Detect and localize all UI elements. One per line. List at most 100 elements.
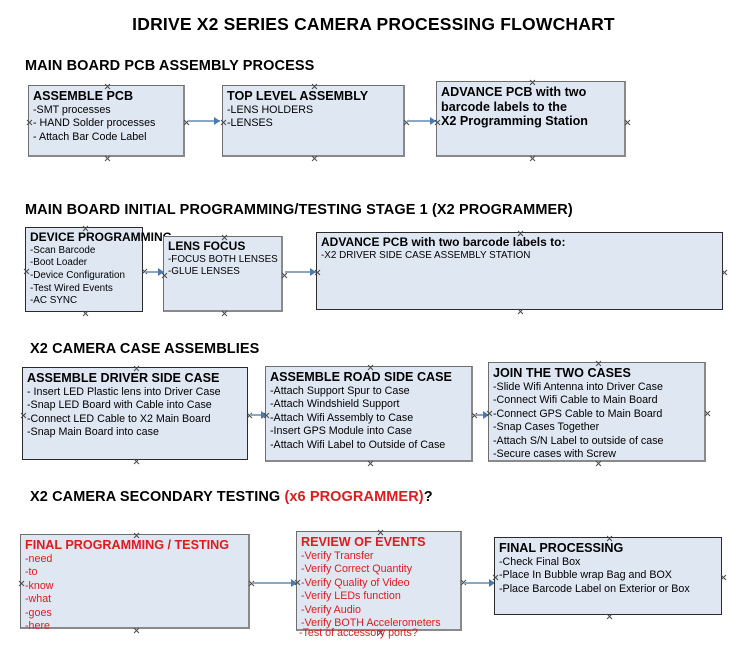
node-assemble-driver-side-case[interactable]: ASSEMBLE DRIVER SIDE CASE - Insert LED P… (22, 367, 248, 460)
section-heading-2-text: MAIN BOARD INITIAL PROGRAMMING/TESTING S… (25, 202, 573, 218)
node-line: -Attach Windshield Support (270, 398, 400, 411)
connector-3-2 (475, 414, 488, 416)
node-line: -Connect GPS Cable to Main Board (493, 407, 663, 420)
node-advance-pcb-x2-programming-station[interactable]: ADVANCE PCB with two barcode labels to t… (436, 81, 626, 157)
node-line: -Attach S/N Label to outside of case (493, 434, 664, 447)
node-line: X2 Programming Station (441, 114, 588, 129)
node-line: - HAND Solder processes (33, 117, 156, 130)
node-line: -LENS HOLDERS (227, 103, 314, 116)
arrowhead-4-1 (291, 578, 297, 587)
node-line: -goes (25, 606, 52, 619)
node-header: ASSEMBLE ROAD SIDE CASE (270, 370, 452, 384)
node-line: -Test Wired Events (30, 282, 113, 294)
node-review-of-events[interactable]: REVIEW OF EVENTS -Verify Transfer -Verif… (296, 531, 462, 631)
section-heading-1-text: MAIN BOARD PCB ASSEMBLY PROCESS (25, 58, 315, 74)
arrowhead-1-2 (430, 116, 436, 125)
node-line: - Attach Bar Code Label (33, 130, 147, 143)
node-header: FINAL PROCESSING (499, 541, 624, 555)
connection-handle-right[interactable] (281, 272, 288, 279)
connection-handle-bottom[interactable] (517, 308, 524, 315)
section-heading-4: X2 CAMERA SECONDARY TESTING (x6 PROGRAMM… (30, 489, 433, 505)
node-line: -Attach Wifi Assembly to Case (270, 411, 414, 424)
node-line: -GLUE LENSES (168, 266, 240, 278)
node-line: -LENSES (227, 117, 273, 130)
node-header: FINAL PROGRAMMING / TESTING (25, 538, 230, 552)
node-line: -what (25, 593, 52, 606)
page-title: IDRIVE X2 SERIES CAMERA PROCESSING FLOWC… (132, 14, 615, 34)
node-line: barcode labels to the (441, 99, 567, 114)
node-header: TOP LEVEL ASSEMBLY (227, 89, 369, 103)
node-line: - Insert LED Plastic lens into Driver Ca… (27, 385, 221, 398)
connector-3-1 (250, 414, 266, 416)
node-line: -X2 DRIVER SIDE CASE ASSEMBLY STATION (321, 249, 531, 261)
section-heading-3-text: X2 CAMERA CASE ASSEMBLIES (30, 341, 260, 357)
node-line: -Place In Bubble wrap Bag and BOX (499, 569, 672, 582)
node-line: -Verify Transfer (301, 549, 374, 562)
connection-handle-bottom[interactable] (82, 310, 89, 317)
node-line: -Snap Main Board into case (27, 426, 159, 439)
connection-handle-bottom[interactable] (606, 613, 613, 620)
node-line: -here (25, 620, 50, 633)
node-line: -Verify Correct Quantity (301, 563, 413, 576)
node-line: -Slide Wifi Antenna into Driver Case (493, 380, 663, 393)
node-header: REVIEW OF EVENTS (301, 535, 426, 549)
connection-handle-bottom[interactable] (221, 310, 228, 317)
connection-handle-bottom[interactable] (133, 458, 140, 465)
node-lens-focus[interactable]: LENS FOCUS -FOCUS BOTH LENSES -GLUE LENS… (163, 236, 283, 312)
node-line: -SMT processes (33, 103, 111, 116)
node-top-level-assembly[interactable]: TOP LEVEL ASSEMBLY -LENS HOLDERS -LENSES (222, 85, 405, 157)
arrowhead-3-1 (261, 410, 267, 419)
node-header: ASSEMBLE DRIVER SIDE CASE (27, 371, 220, 385)
section-heading-1: MAIN BOARD PCB ASSEMBLY PROCESS (25, 58, 314, 74)
arrowhead-2-2 (310, 267, 316, 276)
node-line: -to (25, 566, 38, 579)
node-line: -Connect Wifi Cable to Main Board (493, 394, 658, 407)
node-header: DEVICE PROGRAMMING (30, 230, 173, 244)
node-line: -need (25, 552, 53, 565)
node-line: -AC SYNC (30, 295, 78, 307)
node-line: -Attach Wifi Label to Outside of Case (270, 438, 446, 451)
section-heading-2: MAIN BOARD INITIAL PROGRAMMING/TESTING S… (25, 202, 573, 218)
node-join-the-two-cases[interactable]: JOIN THE TWO CASES -Slide Wifi Antenna i… (488, 362, 706, 462)
connection-handle-bottom[interactable] (529, 155, 536, 162)
node-line-overflow: -Test of accessory ports? (299, 627, 418, 639)
connection-handle-bottom[interactable] (311, 155, 318, 162)
connector-4-1 (252, 582, 296, 584)
node-final-processing[interactable]: FINAL PROCESSING -Check Final Box -Place… (494, 537, 722, 615)
connector-1-1 (188, 120, 220, 122)
section-heading-4-accent: (x6 PROGRAMMER) (284, 489, 424, 505)
node-assemble-road-side-case[interactable]: ASSEMBLE ROAD SIDE CASE -Attach Support … (265, 366, 473, 462)
connection-handle-bottom[interactable] (104, 155, 111, 162)
node-line: -Device Configuration (30, 269, 125, 281)
node-header: ADVANCE PCB with two (441, 85, 587, 99)
node-line: -Attach Support Spur to Case (270, 384, 410, 397)
connection-handle-right[interactable] (704, 410, 711, 417)
node-line: -Insert GPS Module into Case (270, 425, 412, 438)
node-line: -Check Final Box (499, 555, 581, 568)
connection-handle-bottom[interactable] (367, 460, 374, 467)
node-advance-pcb-driver-side-case[interactable]: ADVANCE PCB with two barcode labels to: … (316, 232, 723, 310)
node-line: -Verify BOTH Accelerometers (301, 617, 441, 630)
connection-handle-right[interactable] (624, 119, 631, 126)
node-line: -Secure cases with Screw (493, 448, 616, 461)
section-heading-4-suffix: ? (423, 489, 433, 505)
node-header: LENS FOCUS (168, 239, 246, 253)
node-line: -Place Barcode Label on Exterior or Box (499, 582, 690, 595)
connector-2-1 (145, 271, 163, 273)
node-line: -Snap Cases Together (493, 421, 600, 434)
connector-4-2 (464, 582, 494, 584)
node-line: -know (25, 579, 54, 592)
node-line: -Verify Audio (301, 603, 362, 616)
node-line: -Snap LED Board with Cable into Case (27, 399, 212, 412)
connection-handle-right[interactable] (721, 269, 728, 276)
connector-2-2 (285, 271, 316, 273)
node-line: -FOCUS BOTH LENSES (168, 253, 278, 265)
section-heading-4-text: X2 CAMERA SECONDARY TESTING (30, 489, 285, 505)
node-line: -Verify Quality of Video (301, 576, 410, 589)
node-final-programming-testing[interactable]: FINAL PROGRAMMING / TESTING -need -to -k… (20, 534, 250, 632)
node-assemble-pcb[interactable]: ASSEMBLE PCB -SMT processes - HAND Solde… (28, 85, 185, 157)
arrowhead-4-2 (489, 578, 495, 587)
node-device-programming[interactable]: DEVICE PROGRAMMING -Scan Barcode -Boot L… (25, 227, 173, 312)
arrowhead-1-1 (214, 116, 220, 125)
node-line: -Verify LEDs function (301, 590, 401, 603)
